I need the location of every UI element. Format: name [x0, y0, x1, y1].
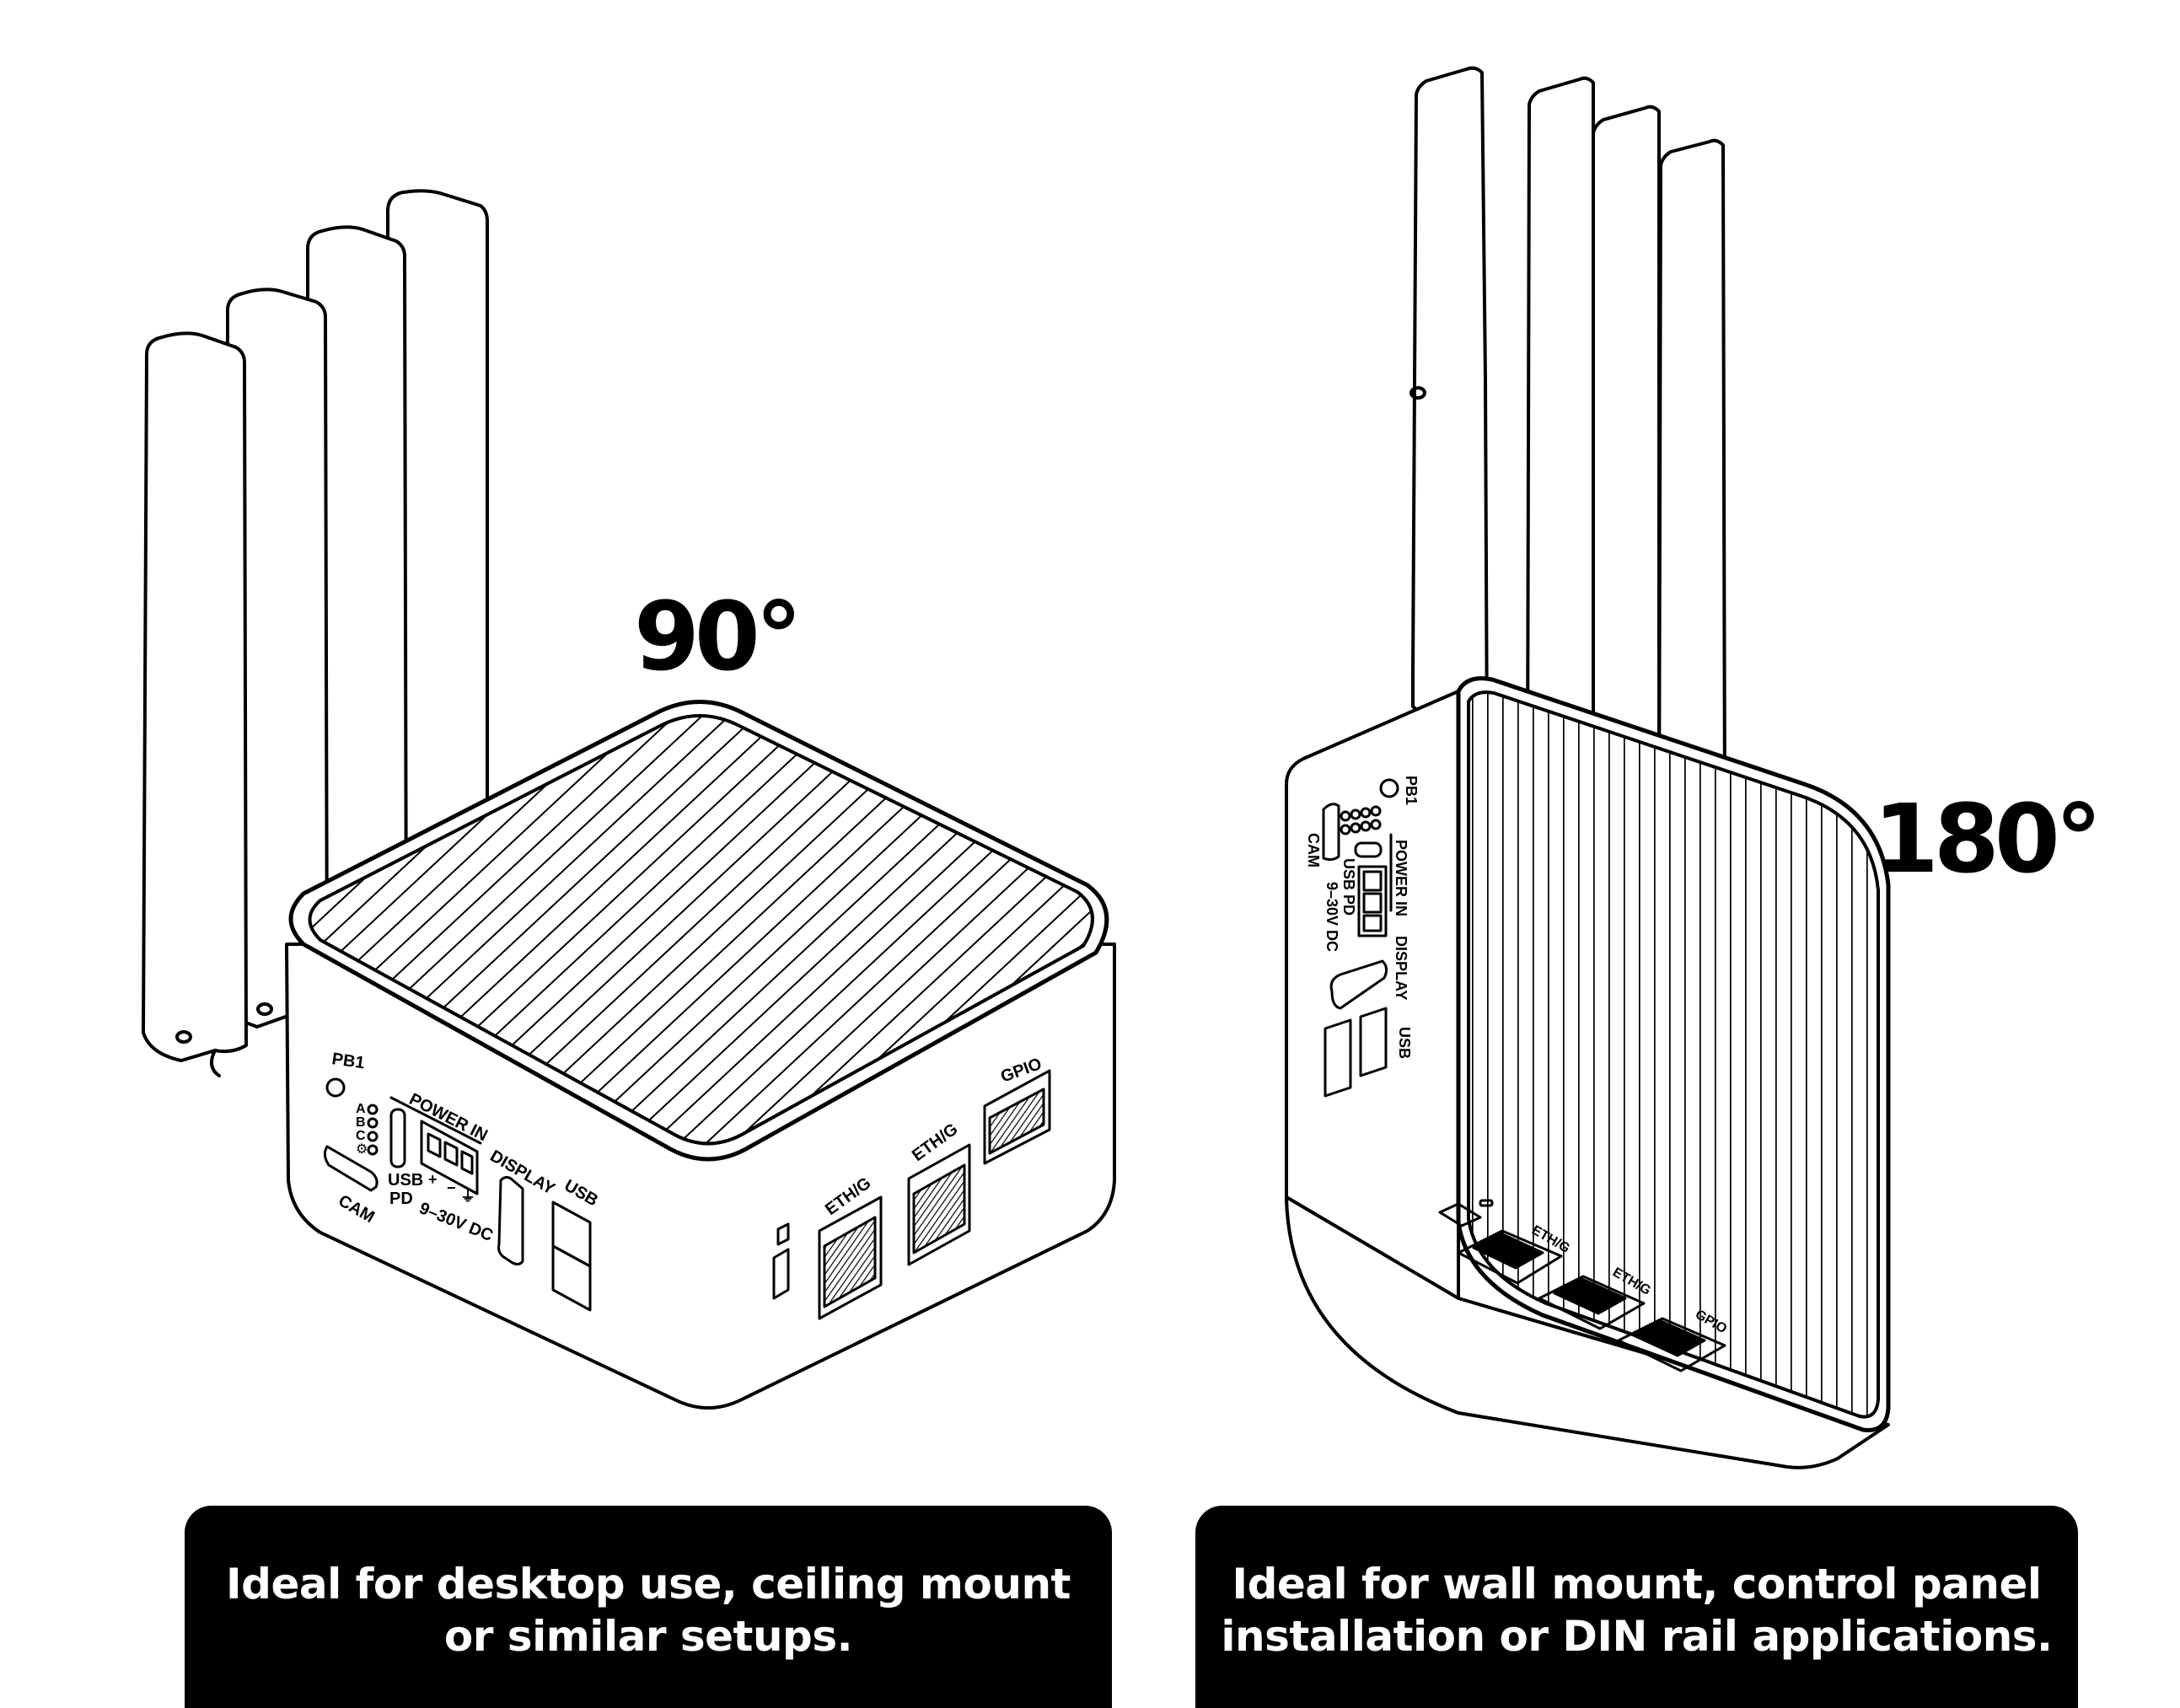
svg-text:USB: USB: [1396, 1027, 1413, 1059]
svg-text:−: −: [447, 1179, 456, 1196]
display-port-icon: [497, 1175, 524, 1266]
led-indicators: A B C ⚙: [356, 1102, 379, 1157]
antenna-1: [142, 331, 248, 1077]
svg-text:A: A: [356, 1102, 366, 1116]
device-180-degree: PB1 CAM POWER IN USB PD 9–30V DC DISPLAY…: [1285, 66, 1891, 1469]
button-pb1-icon: [1379, 778, 1399, 798]
usb-pd-port-icon: [1354, 841, 1383, 858]
svg-text:PB1: PB1: [330, 1050, 366, 1072]
gpio-port-icon: [983, 1069, 1051, 1165]
caption-box-desktop: Ideal for desktop use, ceiling mount or …: [185, 1506, 1112, 1708]
usb-port-2-icon: [551, 1244, 592, 1312]
caption-box-wall-mount: Ideal for wall mount, control panel inst…: [1195, 1506, 2078, 1708]
svg-text:PB1: PB1: [1403, 776, 1420, 805]
port-panel-side: PB1 CAM POWER IN USB PD 9–30V DC DISPLAY…: [1305, 776, 1420, 1098]
kensington-slot-icon: [776, 1222, 790, 1246]
antenna-r1: [1409, 66, 1489, 765]
usb-port-1-icon: [1359, 1007, 1388, 1077]
svg-text:B: B: [356, 1115, 366, 1130]
device-90-degree: PB1 A B C ⚙ CAM USB PD POWER IN + − ⏚ 9–…: [142, 189, 1116, 1410]
usb-pd-port-icon: [389, 1108, 406, 1168]
eth-port-1-icon: [818, 1195, 883, 1320]
svg-text:⏚: ⏚: [460, 1188, 475, 1205]
angle-label-90: 90°: [634, 583, 803, 692]
svg-text:PD: PD: [389, 1190, 413, 1208]
caption-text-desktop: Ideal for desktop use, ceiling mount or …: [226, 1560, 1071, 1661]
svg-text:⚙: ⚙: [356, 1142, 368, 1157]
svg-text:CAM: CAM: [1305, 833, 1322, 867]
svg-text:USB: USB: [388, 1171, 423, 1190]
svg-text:POWER IN: POWER IN: [1393, 840, 1409, 916]
svg-text:USB PD: USB PD: [1340, 858, 1357, 916]
angle-label-180: 180°: [1873, 785, 2102, 894]
svg-text:9–30V DC: 9–30V DC: [1324, 882, 1340, 952]
cam-port-icon: [1322, 803, 1340, 862]
kensington-slot-icon: [1438, 1202, 1482, 1227]
power-in-terminal-icon: [420, 1120, 479, 1195]
cam-port-icon: [323, 1145, 379, 1192]
eth-port-2-icon: [907, 1143, 971, 1266]
power-in-terminal-icon: [1357, 865, 1388, 937]
antenna-group-right: [1409, 66, 1726, 853]
button-pb1-icon: [325, 1077, 346, 1098]
svg-text:C: C: [356, 1129, 366, 1143]
usb-port-2-icon: [1324, 1018, 1352, 1098]
display-port-icon: [1329, 959, 1388, 1010]
caption-text-wall-mount: Ideal for wall mount, control panel inst…: [1221, 1560, 2053, 1661]
svg-text:DISPLAY: DISPLAY: [1393, 936, 1409, 1000]
svg-text:+: +: [428, 1171, 438, 1188]
